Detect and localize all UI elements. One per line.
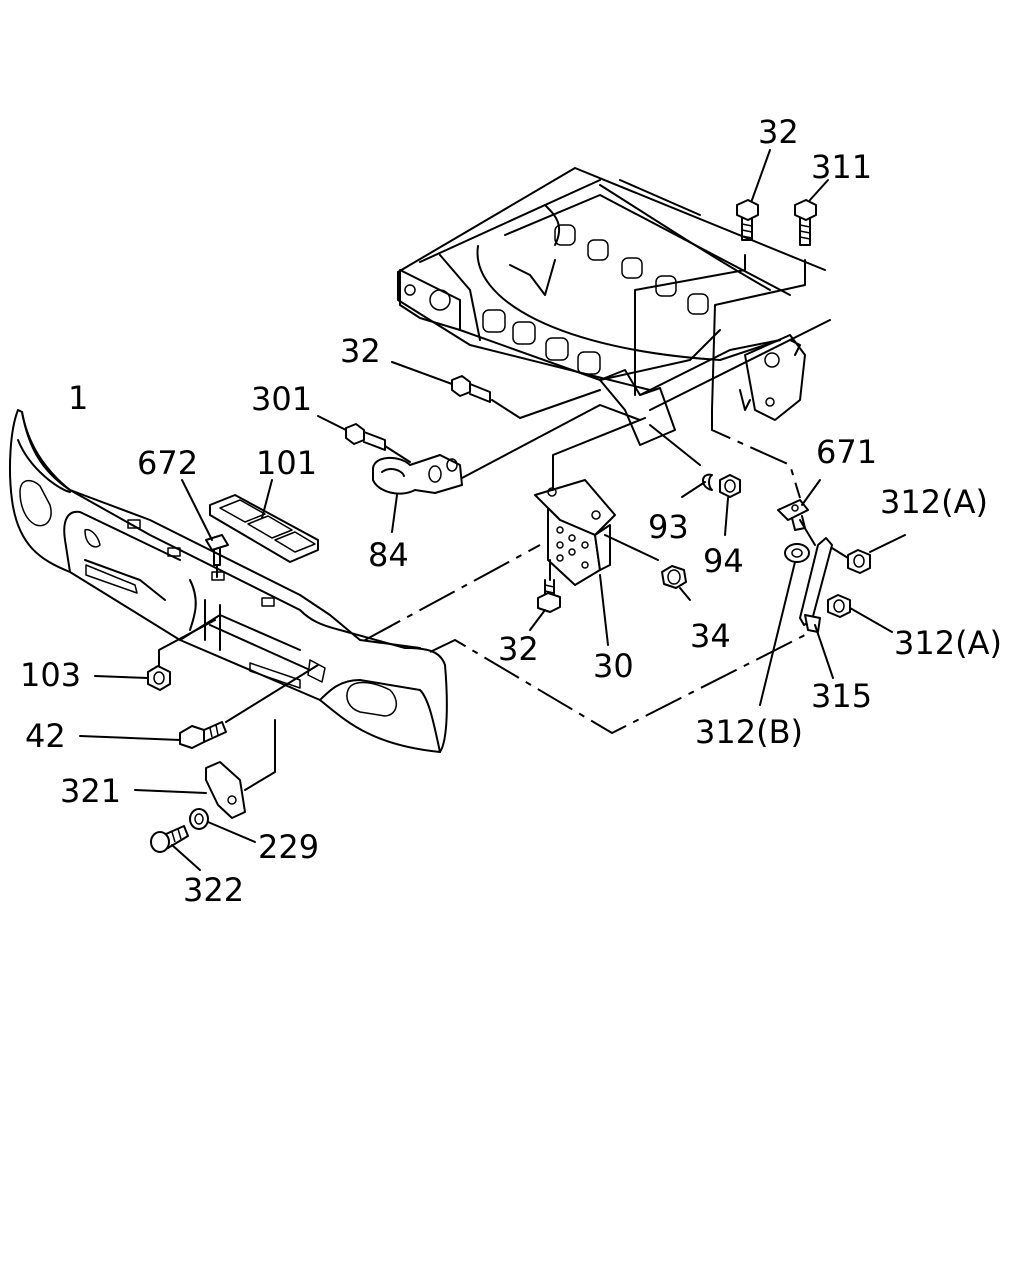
leader-32-top bbox=[751, 149, 771, 201]
label-312b: 312(B) bbox=[695, 713, 803, 751]
leader-312a-1 bbox=[869, 534, 906, 553]
label-101: 101 bbox=[256, 444, 317, 482]
nut-94 bbox=[719, 474, 741, 498]
guide-stay-to-frame bbox=[799, 519, 816, 546]
nut-312a-lower bbox=[827, 594, 851, 618]
leader-315 bbox=[814, 624, 834, 679]
bolt-311 bbox=[794, 199, 817, 246]
part-labels: 32 311 32 301 1 672 101 84 671 312(A) 93… bbox=[20, 113, 1002, 909]
leader-84 bbox=[391, 494, 398, 533]
label-34: 34 bbox=[690, 617, 731, 655]
label-672: 672 bbox=[137, 444, 198, 482]
label-32-mid: 32 bbox=[340, 332, 381, 370]
label-1: 1 bbox=[68, 379, 88, 417]
grille-101 bbox=[209, 494, 319, 563]
label-93: 93 bbox=[648, 508, 689, 546]
label-321: 321 bbox=[60, 772, 121, 810]
tow-hook-84 bbox=[372, 454, 463, 495]
nut-34 bbox=[661, 565, 687, 589]
leader-103 bbox=[94, 675, 149, 679]
leader-94 bbox=[724, 497, 729, 536]
leader-42 bbox=[79, 735, 181, 741]
nut-312a-upper bbox=[831, 547, 871, 574]
front-bumper-1 bbox=[9, 409, 448, 753]
label-312a-2: 312(A) bbox=[894, 624, 1002, 662]
ring-93 bbox=[702, 473, 713, 491]
guide-bolt-32-top bbox=[634, 254, 746, 396]
label-229: 229 bbox=[258, 828, 319, 866]
leader-101 bbox=[261, 479, 273, 519]
leader-672 bbox=[181, 479, 213, 541]
leader-32-low bbox=[529, 609, 546, 631]
leader-229 bbox=[207, 821, 256, 843]
nut-229 bbox=[189, 808, 209, 830]
leader-311 bbox=[809, 179, 829, 201]
bracket-321 bbox=[205, 761, 246, 819]
bolt-32-mid bbox=[451, 375, 491, 403]
bolt-32-low bbox=[537, 579, 561, 613]
label-32-top: 32 bbox=[758, 113, 799, 151]
leader-30 bbox=[599, 574, 609, 646]
guide-bracket-top bbox=[552, 417, 646, 491]
guide-bolt-301 bbox=[384, 445, 411, 463]
guide-nut-103 bbox=[158, 619, 216, 667]
bolt-322 bbox=[150, 825, 189, 853]
leader-93 bbox=[681, 481, 706, 498]
guide-bolt-42 bbox=[225, 664, 319, 723]
leader-32-mid bbox=[391, 361, 453, 385]
guide-stay-dash bbox=[711, 410, 801, 499]
label-30: 30 bbox=[593, 647, 634, 685]
leader-312a-2 bbox=[849, 607, 893, 633]
guide-bumper-to-bracket bbox=[364, 544, 541, 641]
guide-bolt-311 bbox=[711, 259, 806, 411]
leader-34 bbox=[679, 587, 691, 601]
leader-301 bbox=[317, 415, 347, 431]
label-94: 94 bbox=[703, 542, 744, 580]
leader-322 bbox=[171, 844, 201, 871]
chassis-frame bbox=[397, 167, 831, 446]
guide-bracket-right bbox=[604, 534, 659, 561]
label-311: 311 bbox=[811, 148, 872, 186]
label-42: 42 bbox=[25, 717, 66, 755]
washer-312b bbox=[784, 543, 810, 563]
label-84: 84 bbox=[368, 536, 409, 574]
label-103: 103 bbox=[20, 656, 81, 694]
label-315: 315 bbox=[811, 677, 872, 715]
label-312a-1: 312(A) bbox=[880, 483, 988, 521]
label-322: 322 bbox=[183, 871, 244, 909]
label-671: 671 bbox=[816, 433, 877, 471]
guide-bolt-32-mid bbox=[491, 389, 601, 419]
guide-bracket-321 bbox=[244, 719, 276, 791]
label-32-low: 32 bbox=[498, 630, 539, 668]
leader-671 bbox=[801, 479, 821, 506]
bolt-301 bbox=[345, 423, 386, 451]
bracket-671 bbox=[777, 499, 809, 531]
leader-312b bbox=[759, 561, 796, 706]
guide-bumper-to-stay bbox=[429, 634, 806, 735]
label-301: 301 bbox=[251, 380, 312, 418]
bolt-32-top bbox=[736, 199, 759, 241]
leader-321 bbox=[134, 789, 207, 794]
bracket-30 bbox=[534, 479, 616, 586]
guide-tow-hook bbox=[461, 404, 641, 479]
nut-103 bbox=[147, 665, 171, 691]
bolt-42 bbox=[179, 721, 227, 749]
guide-ring-93 bbox=[649, 424, 701, 466]
